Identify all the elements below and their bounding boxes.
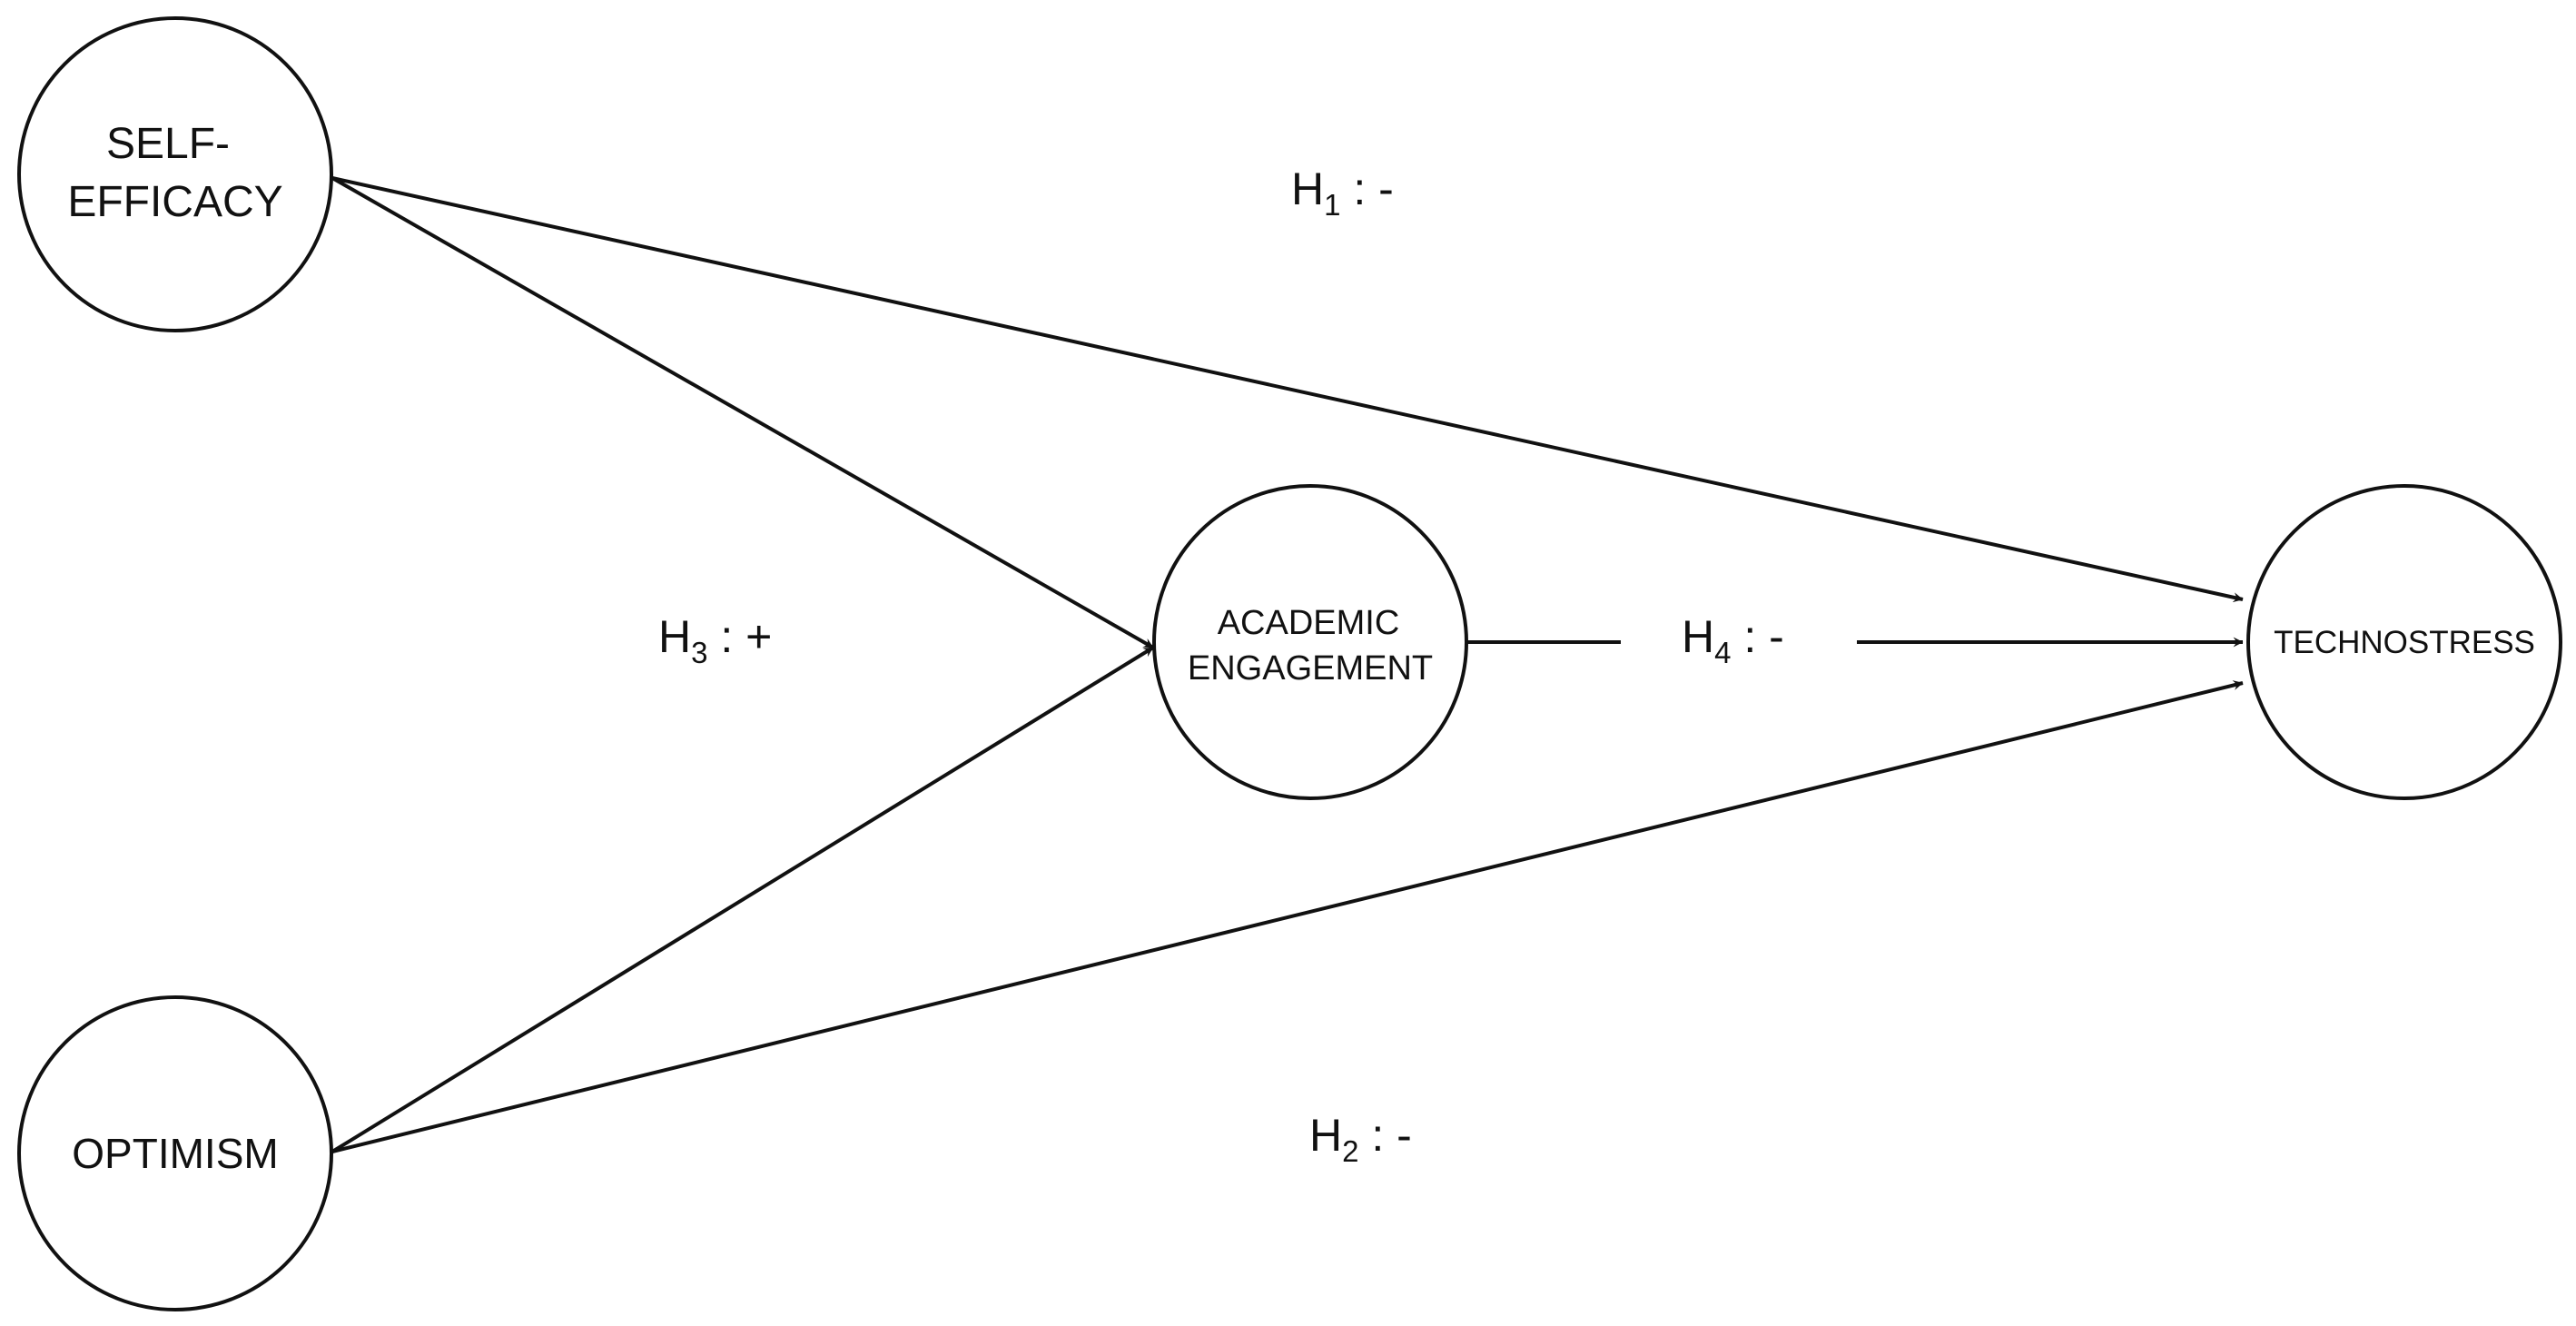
- hypothesis-h1-letter: H: [1291, 163, 1324, 214]
- edge-optimism-to-academic-engagement: [331, 646, 1155, 1153]
- node-academic-engagement-circle: [1152, 484, 1468, 800]
- hypothesis-h4-label: H4 : -: [1682, 611, 1784, 669]
- hypothesis-h2-label: H2 : -: [1309, 1110, 1412, 1168]
- node-self-efficacy: SELF- EFFICACY: [17, 16, 333, 332]
- edge-self-efficacy-to-academic-engagement: [331, 176, 1154, 649]
- node-self-efficacy-label-line2: EFFICACY: [67, 178, 282, 226]
- edge-optimism-to-technostress: [331, 680, 2244, 1153]
- hypothesis-h3-index: 3: [691, 636, 707, 669]
- hypothesis-h3-label: H3 : +: [658, 611, 772, 669]
- hypothesis-h2-letter: H: [1309, 1110, 1342, 1161]
- node-self-efficacy-label-line1: SELF-: [106, 120, 230, 168]
- node-optimism-label: OPTIMISM: [72, 1130, 278, 1177]
- edge-self-efficacy-to-technostress: [331, 176, 2244, 603]
- hypothesis-h4-index: 4: [1714, 636, 1731, 669]
- node-technostress-circle: [2246, 484, 2562, 800]
- node-academic-engagement-label-line1: ACADEMIC: [1218, 604, 1400, 642]
- node-academic-engagement: ACADEMIC ENGAGEMENT: [1152, 484, 1468, 800]
- node-optimism: OPTIMISM: [17, 995, 333, 1311]
- hypothesis-h4-letter: H: [1682, 611, 1714, 662]
- hypothesis-h3-letter: H: [658, 611, 691, 662]
- node-academic-engagement-label-line2: ENGAGEMENT: [1188, 649, 1433, 688]
- hypothesis-h4-sign: : -: [1731, 611, 1783, 662]
- node-optimism-circle: [17, 995, 333, 1311]
- hypothesis-h1-label: H1 : -: [1291, 163, 1394, 222]
- node-technostress: TECHNOSTRESS: [2246, 484, 2562, 800]
- hypothesis-h2-sign: : -: [1358, 1110, 1411, 1161]
- hypothesis-h3-sign: : +: [707, 611, 772, 662]
- node-technostress-label: TECHNOSTRESS: [2274, 625, 2535, 660]
- hypothesis-h1-sign: : -: [1340, 163, 1393, 214]
- node-self-efficacy-circle: [17, 16, 333, 332]
- hypothesis-h2-index: 2: [1342, 1134, 1358, 1168]
- hypothesis-h1-index: 1: [1324, 188, 1340, 222]
